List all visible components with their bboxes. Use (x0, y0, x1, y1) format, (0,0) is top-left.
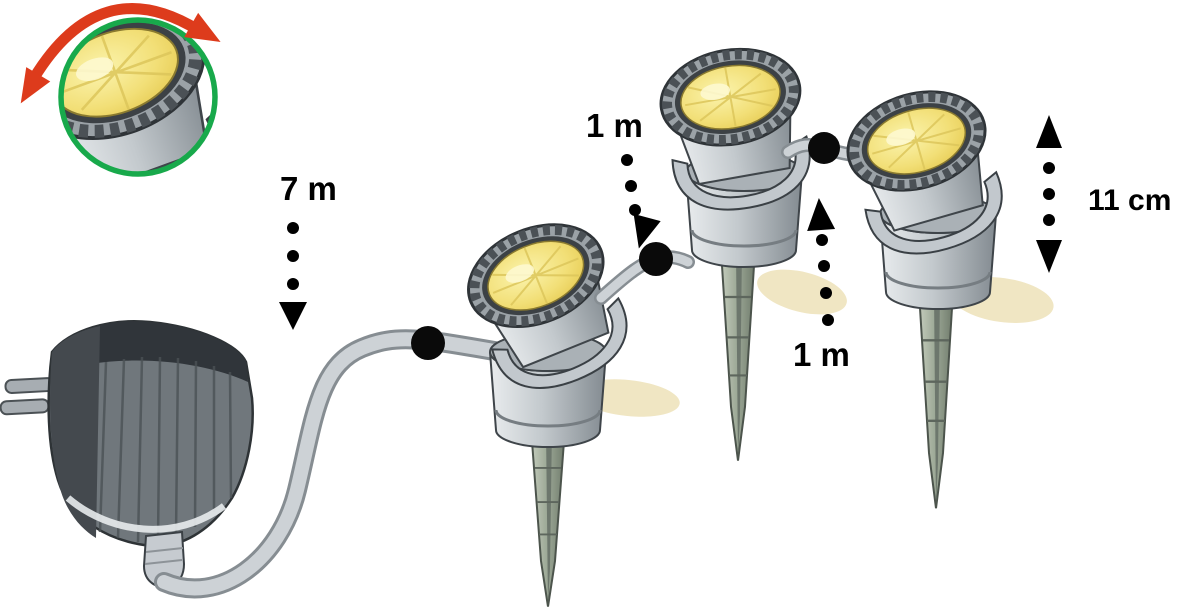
arrowhead-up (807, 198, 836, 231)
plug-top-face (52, 321, 248, 382)
arrowhead-down (279, 302, 307, 330)
label-link-2-length: 1 m (793, 336, 850, 373)
measure-height: 11 cm (1036, 115, 1171, 273)
spotlight-3 (836, 77, 1015, 510)
dotted-double-arrow-vertical-icon (1036, 115, 1062, 273)
arrowhead-down (1036, 240, 1062, 273)
power-plug (0, 320, 254, 588)
rotation-arrow-curve (28, 3, 204, 84)
main-cable (154, 329, 510, 599)
spike (530, 427, 566, 608)
shadow-2 (757, 269, 847, 315)
plug-highlight-band (65, 495, 227, 533)
measure-main-cable: 7 m (279, 170, 337, 330)
plug-boot-rings (144, 547, 184, 565)
plug-pin (0, 398, 50, 416)
link-cable-1 (594, 242, 695, 305)
main-cable-core (157, 332, 507, 596)
label-main-cable-length: 7 m (280, 170, 337, 207)
spike (917, 290, 955, 510)
detail-circle-border (58, 17, 218, 177)
measure-link-1: 1 m (586, 107, 661, 249)
cable-connector-dot-3 (808, 132, 840, 164)
spotlight-2 (653, 39, 819, 462)
dotted-arrow-down-icon (621, 154, 661, 249)
arrowhead-up (1036, 115, 1062, 148)
measure-link-2: 1 m (793, 198, 850, 373)
rotation-arrow-icon (20, 3, 221, 104)
plug-pin (4, 377, 55, 394)
plug-hatching (98, 356, 233, 543)
rotation-arrowhead-left (20, 67, 51, 104)
rotation-detail-inset (20, 3, 221, 177)
dotted-arrow-down-icon (279, 222, 307, 330)
spike (719, 248, 757, 462)
plug-body (47, 320, 254, 548)
cable-connector-dot-1 (411, 326, 445, 360)
plug-pins (0, 377, 55, 416)
rotation-arrowhead-right (184, 12, 221, 42)
cable-connector-dot-2 (639, 242, 673, 276)
arrowhead-down (633, 213, 661, 249)
label-link-1-length: 1 m (586, 107, 643, 144)
label-fixture-height: 11 cm (1088, 184, 1171, 217)
plug-left-shade (50, 326, 100, 538)
dotted-arrow-up-icon (807, 198, 836, 326)
